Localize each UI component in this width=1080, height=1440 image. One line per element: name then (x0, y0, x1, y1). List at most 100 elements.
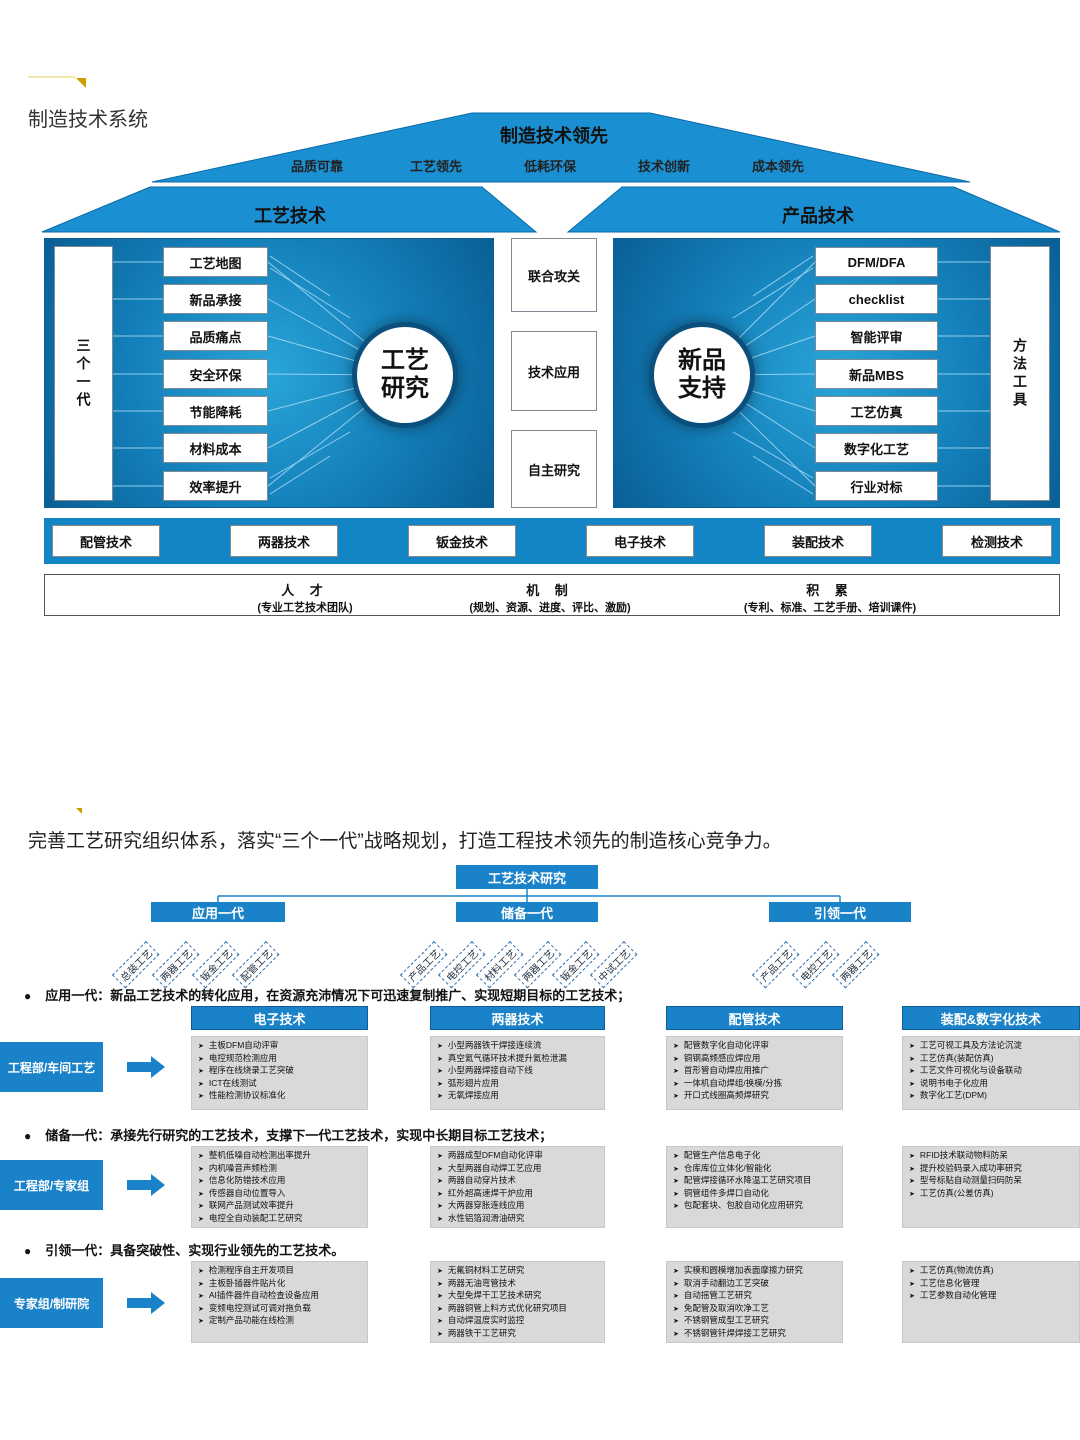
tech-cell-item: 主板DFM自动评审 (198, 1040, 361, 1053)
foundation-sub: (规划、资源、进度、评比、激励) (469, 602, 631, 614)
tech-cell-item: 配管焊接循环水降温工艺研究项目 (673, 1175, 836, 1188)
roof-title: 制造技术领先 (500, 126, 608, 146)
tech-cell-item: 自动摇管工艺研究 (673, 1290, 836, 1303)
tech-cell-item: 主板卧插器件贴片化 (198, 1278, 361, 1291)
tech-cell-item: 配管生产信息电子化 (673, 1150, 836, 1163)
foundation-mechanism: 机 制 (规划、资源、进度、评比、激励) (440, 580, 660, 615)
tech-cell: 主板DFM自动评审电控规范检测应用程序在线烧录工艺突破ICT在线测试性能检测协议… (191, 1036, 368, 1110)
tech-cell-item: 小型两器焊接自动下线 (437, 1065, 598, 1078)
tech-cell-item: 无氟铜材料工艺研究 (437, 1265, 598, 1278)
accent-triangle-icon (76, 78, 86, 88)
left-item: 品质痛点 (163, 321, 268, 351)
tech-cell: 检测程序自主开发项目主板卧插器件贴片化AI插件器件自动检查设备应用变频电控测试可… (191, 1261, 368, 1343)
three-generations-text: 三个一代 (75, 337, 92, 410)
tech-cell: 工艺仿真(物流仿真)工艺信息化管理工艺参数自动化管理 (902, 1261, 1080, 1343)
pillar-label: 低耗环保 (523, 159, 576, 174)
pillar-label: 品质可靠 (290, 159, 343, 174)
tech-cell-item: 性能检测协议标准化 (198, 1090, 361, 1103)
tech-cell-item: 大两器穿胀连线应用 (437, 1200, 598, 1213)
right-item: checklist (815, 284, 938, 314)
tech-cell-item: ICT在线测试 (198, 1078, 361, 1091)
tech-cell-item: 工艺参数自动化管理 (909, 1290, 1073, 1303)
tech-cell-item: 信息化防错技术应用 (198, 1175, 361, 1188)
new-product-support-hub: 新品 支持 (654, 327, 750, 423)
foundation-title: 机 制 (526, 583, 574, 598)
tech-cell-item: 两器成型DFM自动化评审 (437, 1150, 598, 1163)
middle-item: 技术应用 (511, 331, 597, 411)
tech-cell-item: 说明书电子化应用 (909, 1078, 1073, 1091)
tech-cell-item: 弧形翅片应用 (437, 1078, 598, 1091)
tech-cell-item: 首形管自动焊应用推广 (673, 1065, 836, 1078)
tech-cell-item: 数字化工艺(DPM) (909, 1090, 1073, 1103)
tech-cell-item: 小型两器铁干焊接连续流 (437, 1040, 598, 1053)
tech-cell-item: 实模和圆模增加表面摩擦力研究 (673, 1265, 836, 1278)
foundation-bar (44, 574, 1060, 616)
methods-tools-text: 方法工具 (1012, 337, 1028, 410)
section2-title: 完善工艺研究组织体系，落实“三个一代”战略规划，打造工程技术领先的制造核心竞争力… (28, 831, 782, 852)
column-header: 配管技术 (666, 1006, 843, 1030)
tech-cell-item: 包配套块、包胶自动化应用研究 (673, 1200, 836, 1213)
left-item: 新品承接 (163, 284, 268, 314)
left-item: 安全环保 (163, 359, 268, 389)
tech-cell-item: 水性铝箔润滑油研究 (437, 1213, 598, 1226)
three-generations-label: 三个一代 (54, 246, 113, 501)
tech-cell-item: 取消手动翻边工艺突破 (673, 1278, 836, 1291)
tech-cell: 配管数字化自动化评审铜钢高频感应焊应用首形管自动焊应用推广一体机自动焊组/换模/… (666, 1036, 843, 1110)
accent-triangle-icon (76, 808, 82, 814)
methods-tools-label: 方法工具 (990, 246, 1050, 501)
tech-cell: 整机低噪自动检测出率提升内机噪音声频检测信息化防错技术应用传感器自动位置导入联网… (191, 1146, 368, 1228)
tech-cell-item: 工艺仿真(公差仿真) (909, 1188, 1073, 1201)
tech-cell-item: 工艺文件可视化与设备联动 (909, 1065, 1073, 1078)
bullet-lead: 引领一代：具备突破性、实现行业领先的工艺技术。 (24, 1240, 344, 1259)
tech-cell-item: 真空氦气循环技术提升氦检泄漏 (437, 1053, 598, 1066)
hub-line: 工艺 (381, 347, 429, 374)
foundation-talent: 人 才 (专业工艺技术团队) (210, 580, 400, 615)
tech-cell-item: 自动焊温度实时监控 (437, 1315, 598, 1328)
tech-cell-item: 电控全自动装配工艺研究 (198, 1213, 361, 1226)
tech-cell: RFID技术联动物料防呆提升校验码录入成功率研究型号标贴自动测量扫码防呆工艺仿真… (902, 1146, 1080, 1228)
tech-cell: 两器成型DFM自动化评审大型两器自动焊工艺应用两器自动穿片技术红外超高速焊干炉应… (430, 1146, 605, 1228)
tech-cell-item: 提升校验码录入成功率研究 (909, 1163, 1073, 1176)
tech-cell-item: 铜管组件多焊口自动化 (673, 1188, 836, 1201)
tech-cell-item: 整机低噪自动检测出率提升 (198, 1150, 361, 1163)
tech-cell-item: 铜钢高频感应焊应用 (673, 1053, 836, 1066)
tech-cell-item: 电控规范检测应用 (198, 1053, 361, 1066)
process-research-hub: 工艺 研究 (357, 327, 453, 423)
middle-item: 联合攻关 (511, 238, 597, 312)
hub-line: 支持 (678, 375, 726, 402)
tech-item: 检测技术 (942, 525, 1052, 557)
row-label: 工程部/专家组 (0, 1160, 103, 1210)
right-item: 工艺仿真 (815, 396, 938, 426)
tech-item: 装配技术 (764, 525, 872, 557)
left-item: 节能降耗 (163, 396, 268, 426)
tech-cell-item: 免配管及取消吹净工艺 (673, 1303, 836, 1316)
left-item: 效率提升 (163, 471, 268, 501)
column-header: 电子技术 (191, 1006, 368, 1030)
tech-cell-item: 不锈钢管成型工艺研究 (673, 1315, 836, 1328)
right-roof-title: 产品技术 (782, 206, 854, 226)
tech-cell-item: 仓库库位立体化/智能化 (673, 1163, 836, 1176)
pillar-label: 工艺领先 (409, 159, 462, 174)
bullet-reserve: 储备一代：承接先行研究的工艺技术，支撑下一代工艺技术，实现中长期目标工艺技术； (24, 1125, 552, 1144)
tech-cell-item: 两器铁干工艺研究 (437, 1328, 598, 1341)
tech-cell-item: 一体机自动焊组/换模/分拣 (673, 1078, 836, 1091)
tech-cell-item: 工艺信息化管理 (909, 1278, 1073, 1291)
tech-cell-item: 内机噪音声频检测 (198, 1163, 361, 1176)
column-header: 装配&数字化技术 (902, 1006, 1080, 1030)
foundation-accumulation: 积 累 (专利、标准、工艺手册、培训课件) (720, 580, 940, 615)
arrow-right-icon (127, 1292, 165, 1314)
right-item: 数字化工艺 (815, 433, 938, 463)
tech-cell: 无氟铜材料工艺研究两器无油弯管技术大型免焊干工艺技术研究两器铜管上料方式优化研究… (430, 1261, 605, 1343)
tech-cell-item: 不锈钢管钎焊焊接工艺研究 (673, 1328, 836, 1341)
bullet-application: 应用一代：新品工艺技术的转化应用，在资源充沛情况下可迅速复制推广、实现短期目标的… (24, 985, 630, 1004)
tech-cell-item: 大型免焊干工艺技术研究 (437, 1290, 598, 1303)
section-title: 制造技术系统 (28, 109, 148, 131)
right-item: DFM/DFA (815, 247, 938, 277)
tech-cell: 小型两器铁干焊接连续流真空氦气循环技术提升氦检泄漏小型两器焊接自动下线弧形翅片应… (430, 1036, 605, 1110)
tech-cell-item: RFID技术联动物料防呆 (909, 1150, 1073, 1163)
tech-cell-item: 红外超高速焊干炉应用 (437, 1188, 598, 1201)
right-item: 智能评审 (815, 321, 938, 351)
foundation-sub: (专利、标准、工艺手册、培训课件) (743, 602, 917, 614)
org-root: 工艺技术研究 (456, 865, 598, 889)
tech-item: 配管技术 (52, 525, 160, 557)
